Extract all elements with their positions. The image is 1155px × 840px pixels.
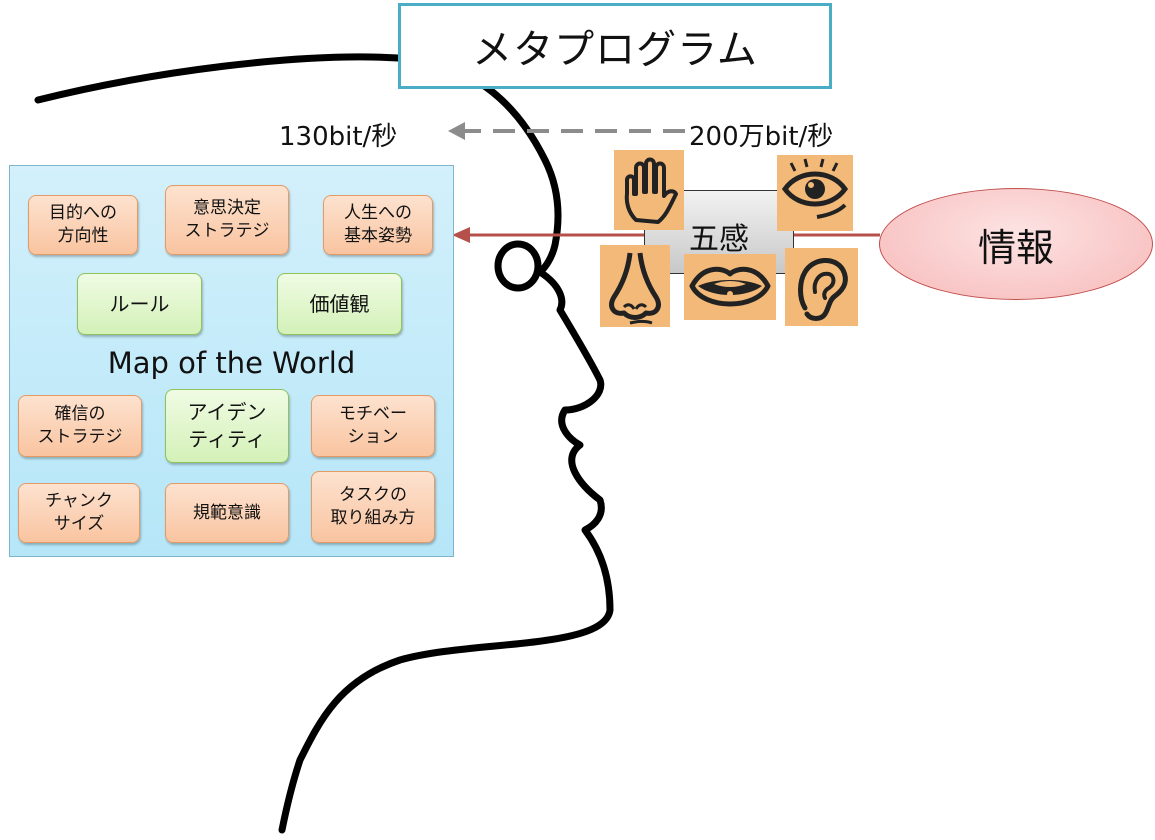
chip-motivation: モチベー ション [311,395,435,457]
title-text: メタプログラム [472,17,758,75]
map-of-the-world-panel: 目的への 方向性 意思決定 ストラテジ 人生への 基本姿勢 ルール 価値観 Ma… [9,165,454,557]
chip-norms: 規範意識 [165,483,289,543]
hand-icon [614,150,684,230]
chip-conviction-strategy: 確信の ストラテジ [18,395,142,457]
title-box: メタプログラム [398,3,832,89]
rate-high-label: 200万bit/秒 [689,116,833,153]
information-label: 情報 [978,217,1054,272]
chip-task-approach: タスクの 取り組み方 [311,471,435,543]
mouth-icon [684,254,776,320]
chip-decision-strategy: 意思決定 ストラテジ [165,185,289,255]
chip-life-attitude: 人生への 基本姿勢 [323,195,433,255]
chip-rules: ルール [77,273,202,335]
eye-icon [777,155,853,231]
ear-icon [785,248,858,326]
rate-low-label: 130bit/秒 [279,116,397,153]
nose-icon [600,245,670,327]
chip-values: 価値観 [277,273,402,335]
eye-outline [498,244,538,288]
world-title: Map of the World [10,346,453,380]
chip-goal-direction: 目的への 方向性 [28,195,138,255]
dashed-arrow-head [448,122,465,140]
info-arrow-head [452,227,470,243]
information-ellipse: 情報 [879,188,1153,300]
chip-chunk-size: チャンク サイズ [18,483,140,543]
chip-identity: アイデン ティティ [165,389,289,463]
